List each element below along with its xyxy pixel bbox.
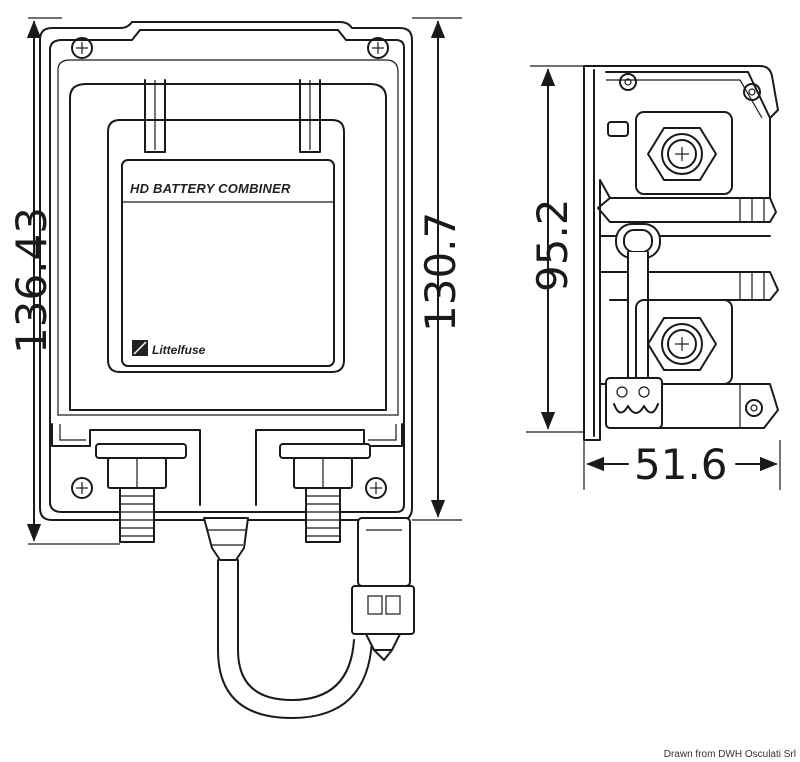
terminal-stud-left	[95, 443, 187, 543]
mounting-screw-top-right	[367, 37, 389, 59]
brand-logo: Littelfuse	[132, 340, 206, 357]
strain-relief	[203, 517, 249, 561]
credit-text: Drawn from DWH Osculati Srl	[663, 749, 796, 760]
side-outline	[583, 65, 779, 441]
front-view: HD BATTERY COMBINER Littelfuse	[39, 21, 415, 719]
hinge-right	[299, 79, 321, 153]
product-label: HD BATTERY COMBINER	[130, 181, 291, 196]
side-width-value: 51.6	[634, 440, 728, 489]
cable	[217, 559, 373, 719]
brand-label: Littelfuse	[152, 343, 206, 357]
label-sticker	[121, 159, 335, 367]
connector-plug	[351, 517, 415, 661]
mounting-screw-bottom-left	[71, 477, 93, 499]
dimension-side-height: 95.2	[526, 65, 584, 433]
dimension-body-height: 130.7	[412, 17, 465, 521]
side-terminal-bottom	[635, 299, 733, 385]
side-view	[583, 65, 779, 441]
hinge-left	[144, 79, 166, 153]
side-height-value: 95.2	[528, 198, 577, 292]
body-height-value: 130.7	[416, 212, 465, 332]
mounting-screw-bottom-right	[365, 477, 387, 499]
dimension-overall-height: 136.43	[7, 17, 120, 545]
terminal-stud-right	[279, 443, 371, 543]
side-cable	[615, 223, 661, 385]
housing-body	[49, 29, 405, 513]
dimension-side-width: 51.6	[583, 440, 781, 490]
label-panel	[107, 119, 345, 373]
overall-height-value: 136.43	[7, 207, 56, 354]
side-terminal-top	[635, 111, 733, 195]
mounting-screw-top-left	[71, 37, 93, 59]
cover-plate	[69, 83, 387, 411]
